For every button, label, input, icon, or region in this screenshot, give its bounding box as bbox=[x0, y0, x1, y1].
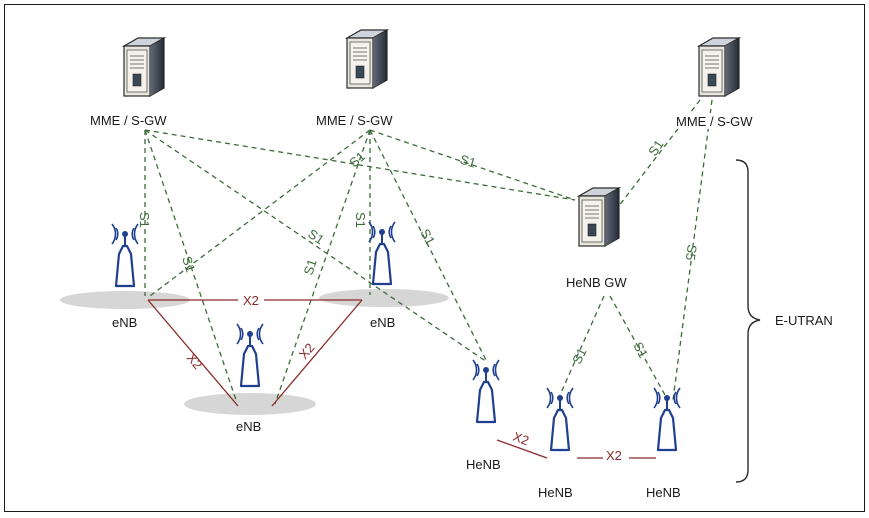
s1-link-mme2-enb1 bbox=[149, 129, 371, 297]
mme3-label: MME / S-GW bbox=[676, 114, 753, 129]
e-utran-label: E-UTRAN bbox=[775, 313, 833, 328]
mme2-server-icon bbox=[346, 29, 388, 89]
s1-label: S1 bbox=[353, 212, 368, 228]
s5-link-mme3-henb3 bbox=[672, 99, 713, 401]
mme3-server-icon bbox=[698, 37, 740, 97]
x2-links bbox=[147, 299, 656, 459]
s1-label: S1 bbox=[569, 345, 589, 366]
s1-link-mme2-enb3 bbox=[274, 129, 371, 405]
s1-link-mme1-henb1 bbox=[144, 129, 488, 363]
henb1-label: HeNB bbox=[466, 457, 501, 472]
henb2-antenna-icon bbox=[545, 386, 575, 452]
s1-link-mme3-henbgw bbox=[611, 99, 701, 216]
enb1-label: eNB bbox=[112, 315, 137, 330]
s1-label: S1 bbox=[346, 149, 368, 171]
enb3-coverage bbox=[184, 393, 316, 415]
s1-link-henbgw-henb3 bbox=[609, 295, 666, 396]
x2-label: X2 bbox=[243, 293, 259, 308]
enb2-label: eNB bbox=[370, 315, 395, 330]
enb2-coverage bbox=[319, 289, 449, 307]
s1-link-mme2-henbgw bbox=[369, 129, 576, 201]
x2-label: X2 bbox=[184, 350, 206, 372]
x2-link-henb1-henb2 bbox=[496, 439, 548, 459]
x2-link-enb2-enb3 bbox=[271, 299, 363, 407]
s1-label: S1 bbox=[305, 226, 327, 247]
mme1-server-icon bbox=[123, 37, 165, 97]
s1-label: S1 bbox=[645, 137, 666, 159]
x2-label: X2 bbox=[296, 340, 318, 362]
henb3-label: HeNB bbox=[646, 485, 681, 500]
s1-links bbox=[144, 99, 701, 405]
mme1-label: MME / S-GW bbox=[90, 113, 167, 128]
s1-link-mme1-enb3 bbox=[144, 129, 237, 401]
henb1-antenna-icon bbox=[471, 358, 501, 424]
s1-label: S1 bbox=[630, 339, 651, 360]
s1-label: S1 bbox=[458, 152, 478, 171]
s1-label: S1 bbox=[417, 226, 438, 247]
s1-link-henbgw-henb2 bbox=[559, 295, 605, 396]
s5-label: S5 bbox=[683, 244, 700, 262]
s1-link-mme1-henbgw bbox=[144, 129, 576, 201]
enb3-antenna-icon bbox=[235, 322, 265, 388]
mme2-label: MME / S-GW bbox=[316, 113, 393, 128]
enb2-antenna-icon bbox=[367, 220, 397, 286]
enb3-label: eNB bbox=[236, 419, 261, 434]
s1-label: S1 bbox=[301, 257, 320, 277]
enb1-antenna-icon bbox=[110, 222, 140, 288]
s1-label: S1 bbox=[137, 212, 152, 228]
s1-link-mme2-henb1 bbox=[369, 129, 488, 363]
x2-label: X2 bbox=[511, 429, 531, 449]
henb-gw-server-icon bbox=[578, 187, 620, 247]
e-utran-brace bbox=[735, 159, 761, 483]
enb1-coverage bbox=[60, 291, 190, 309]
henb3-antenna-icon bbox=[652, 386, 682, 452]
x2-link-enb1-enb3 bbox=[147, 299, 239, 407]
henb-gw-label: HeNB GW bbox=[566, 275, 627, 290]
x2-label: X2 bbox=[606, 448, 622, 463]
s1-label: S1 bbox=[179, 254, 198, 274]
henb2-label: HeNB bbox=[538, 485, 573, 500]
